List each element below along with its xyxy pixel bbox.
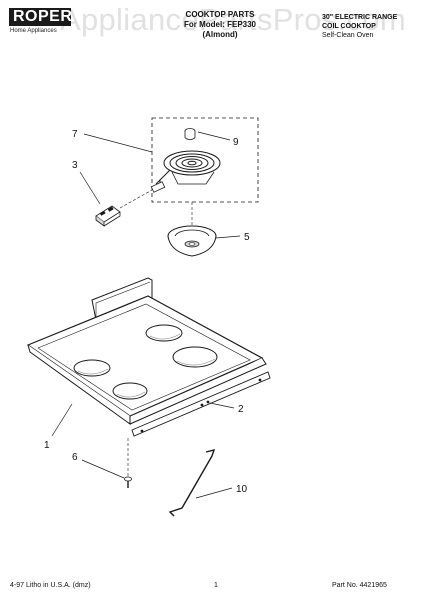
watermark: AppliancePartsPros.com	[60, 2, 407, 37]
leader-line-5	[215, 235, 241, 239]
part-5-drip-bowl[interactable]	[167, 225, 217, 257]
callout-5: 5	[244, 232, 250, 243]
callout-9: 9	[233, 137, 239, 148]
part-7-surface-element[interactable]	[150, 150, 221, 193]
product-line-1: 30" ELECTRIC RANGE	[322, 14, 398, 21]
callout-2: 2	[238, 404, 244, 415]
title-line-3: (Almond)	[202, 30, 238, 39]
title-line-1: COOKTOP PARTS	[185, 10, 255, 19]
leader-line-9	[197, 131, 231, 141]
part-2-front-brace[interactable]	[131, 371, 271, 437]
leader-line-1	[51, 403, 73, 437]
leader-line-6	[81, 459, 125, 479]
assembly-box	[151, 117, 259, 203]
part-9-spacer[interactable]	[184, 128, 196, 140]
callout-10: 10	[236, 484, 248, 495]
product-line-2: COIL COOKTOP	[322, 23, 376, 30]
footer-part-number: Part No. 4421965	[332, 582, 387, 589]
title-line-2: For Model: FEP330	[183, 20, 256, 29]
part-3-terminal-block[interactable]	[95, 205, 121, 227]
page-title: COOKTOP PARTS For Model: FEP330 (Almond)	[150, 10, 290, 40]
callout-7: 7	[72, 129, 78, 140]
brand-logo: ROPER	[9, 8, 72, 26]
callout-6: 6	[72, 452, 78, 463]
product-line-3: Self-Clean Oven	[322, 32, 374, 39]
footer-print-info: 4-97 Litho in U.S.A. (dmz)	[10, 582, 91, 589]
footer-page-number: 1	[214, 582, 218, 589]
callout-1: 1	[44, 440, 50, 451]
part-1-cooktop[interactable]	[26, 277, 267, 425]
brand-subtitle: Home Appliances	[10, 28, 57, 34]
leader-line-2	[209, 402, 235, 409]
leader-line-7	[83, 133, 153, 153]
part-10-support-rod[interactable]	[168, 449, 216, 517]
callout-3: 3	[72, 160, 78, 171]
leader-line-3	[79, 171, 101, 205]
leader-line-10	[195, 487, 233, 499]
product-description: 30" ELECTRIC RANGE COIL COOKTOP Self-Cle…	[322, 13, 432, 40]
part-6-screw[interactable]	[124, 438, 132, 488]
